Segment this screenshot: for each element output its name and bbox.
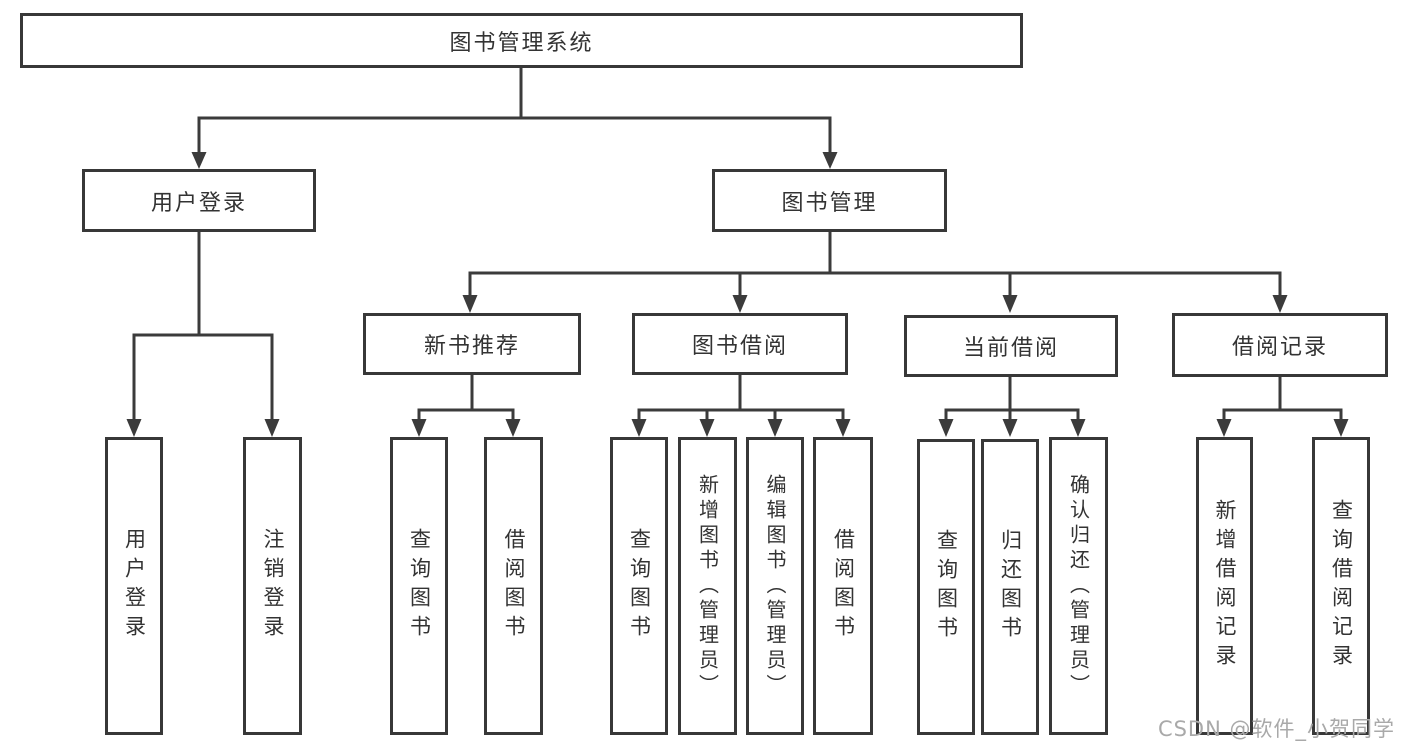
csdn-watermark: CSDN @软件_小贺同学 (1157, 717, 1395, 741)
leaf-query-books-recommend: 查询图书 (390, 437, 448, 735)
node-current-borrow: 当前借阅 (904, 315, 1118, 377)
leaf-query-books-borrow: 查询图书 (610, 437, 668, 735)
node-book-borrow: 图书借阅 (632, 313, 848, 375)
leaf-query-books-current: 查询图书 (917, 439, 975, 735)
node-book-management: 图书管理 (712, 169, 947, 232)
leaf-add-borrow-record: 新增借阅记录 (1196, 437, 1253, 735)
leaf-return-books: 归还图书 (981, 439, 1039, 735)
leaf-logout: 注销登录 (243, 437, 302, 735)
leaf-edit-books-admin: 编辑图书（管理员） (746, 437, 804, 735)
node-new-book-recommend: 新书推荐 (363, 313, 581, 375)
leaf-borrow-books: 借阅图书 (813, 437, 873, 735)
leaf-confirm-return-admin: 确认归还（管理员） (1049, 437, 1108, 735)
node-user-login: 用户登录 (82, 169, 316, 232)
node-borrow-records: 借阅记录 (1172, 313, 1388, 377)
leaf-borrow-books-recommend: 借阅图书 (484, 437, 543, 735)
node-library-system-root: 图书管理系统 (20, 13, 1023, 68)
leaf-query-borrow-record: 查询借阅记录 (1312, 437, 1370, 735)
leaf-add-books-admin: 新增图书（管理员） (678, 437, 737, 735)
leaf-user-login: 用户登录 (105, 437, 163, 735)
